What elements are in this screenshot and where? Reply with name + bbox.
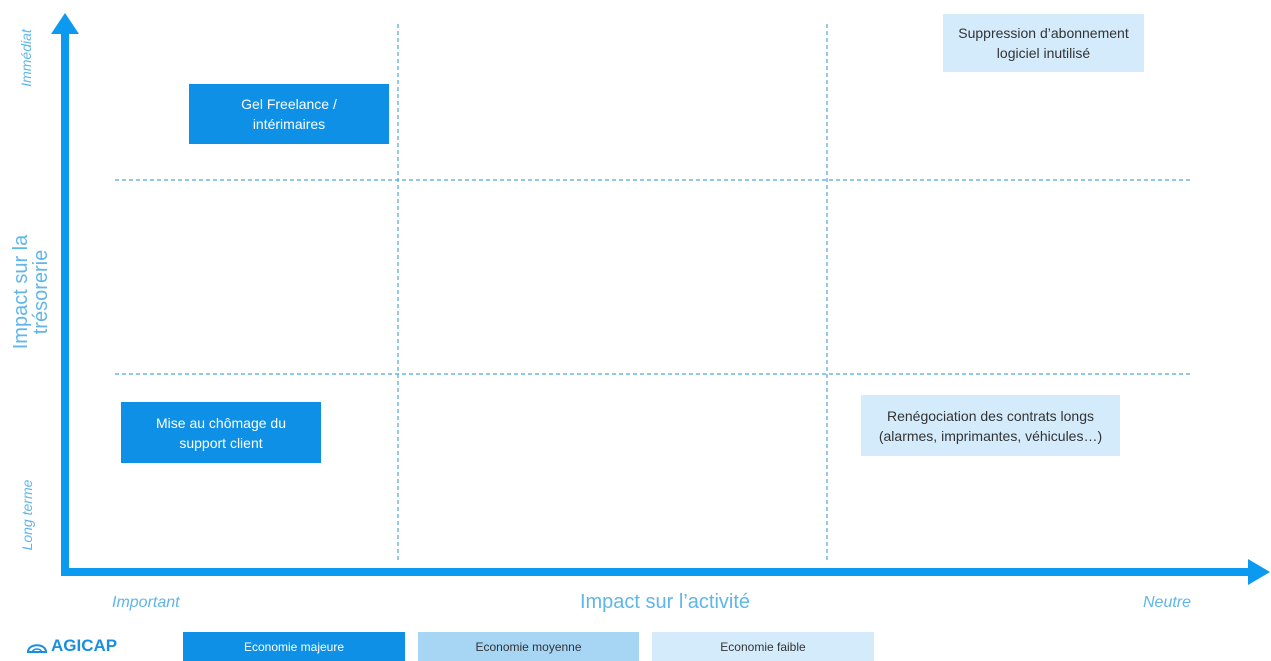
legend-economie-moyenne-label: Economie moyenne <box>475 639 582 654</box>
x-axis-right-label: Neutre <box>1143 594 1192 611</box>
item-suppression-abonnement-text: Suppression d’abonnement logiciel inutil… <box>958 25 1129 61</box>
item-suppression-abonnement: Suppression d’abonnement logiciel inutil… <box>943 14 1144 72</box>
item-chomage-support: Mise au chômage du support client <box>121 402 321 463</box>
x-axis-arrow <box>1248 559 1270 585</box>
legend-economie-majeure: Economie majeure <box>183 632 405 661</box>
x-axis-line <box>61 568 1253 576</box>
legend-economie-faible: Economie faible <box>652 632 874 661</box>
y-axis-bottom-label: Long terme <box>19 479 35 551</box>
y-axis-arrow <box>51 13 79 34</box>
y-axis-line <box>61 30 69 576</box>
legend-economie-majeure-label: Economie majeure <box>243 639 345 654</box>
y-axis-top-label: Immédiat <box>18 29 34 87</box>
item-chomage-support-text: Mise au chômage du support client <box>156 414 286 451</box>
x-axis-left-label: Important <box>112 594 180 611</box>
y-axis-title-text: Impact sur la trésorerie <box>10 234 52 350</box>
y-axis-title: Impact sur la trésorerie <box>10 222 55 362</box>
item-renegociation-contrats-text: Renégociation des contrats longs (alarme… <box>878 407 1103 444</box>
item-renegociation-contrats: Renégociation des contrats longs (alarme… <box>861 395 1120 456</box>
agicap-logo-text: AGICAP <box>51 636 118 655</box>
agicap-logo: AGICAP <box>26 636 117 656</box>
x-axis-title: Impact sur l’activité <box>579 591 751 613</box>
item-gel-freelance-text: Gel Freelance / intérimaires <box>241 96 337 132</box>
legend-economie-faible-label: Economie faible <box>720 639 806 654</box>
item-gel-freelance: Gel Freelance / intérimaires <box>189 84 389 144</box>
agicap-logo-icon <box>26 644 48 653</box>
legend-economie-moyenne: Economie moyenne <box>418 632 639 661</box>
